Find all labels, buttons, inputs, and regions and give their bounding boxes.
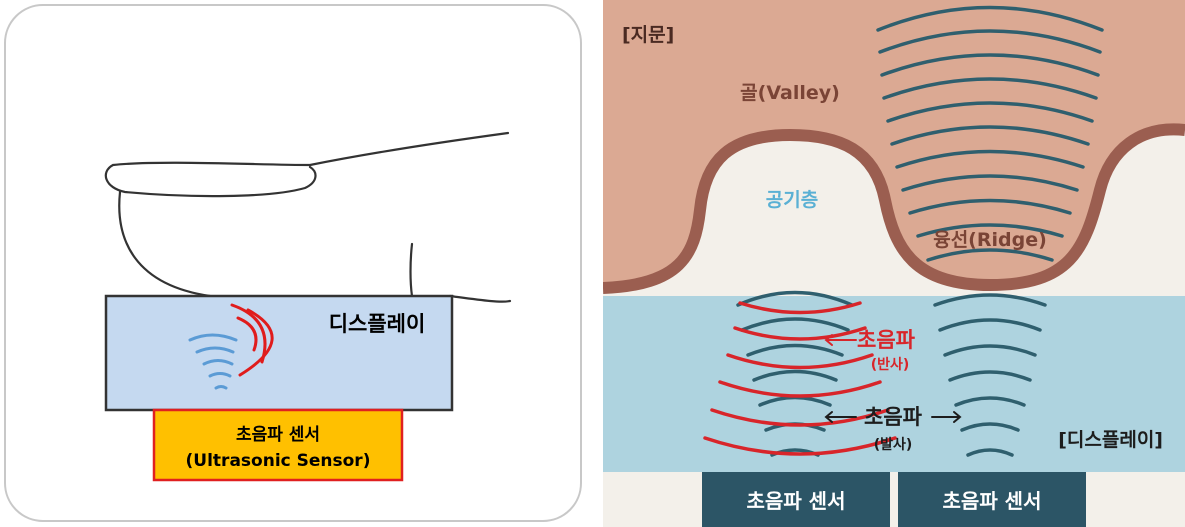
- arrows: [824, 334, 962, 423]
- emit-r-2: [938, 318, 1042, 332]
- emit-l-1: [736, 290, 854, 307]
- ridge-wave-11: [926, 248, 1054, 262]
- emitted-arrow-right: [931, 411, 962, 423]
- reflected-arrow: [824, 334, 857, 346]
- air-layer-label: 공기층: [766, 189, 818, 211]
- right-panel: [지문] 골(Valley) 공기층 융선(Ridge) 초음파 (반사) 초음…: [603, 0, 1185, 527]
- display-layer-label: [디스플레이]: [1058, 429, 1163, 451]
- emit-r-3: [943, 344, 1037, 357]
- fingerprint-label: [지문]: [622, 24, 674, 46]
- reflect-5: [710, 408, 890, 427]
- ridge-wave-4: [882, 77, 1098, 100]
- emit-r-5: [954, 396, 1026, 407]
- ridge-wave-10: [916, 223, 1064, 238]
- ridge-wave-7: [895, 149, 1085, 169]
- ridge-wave-2: [878, 29, 1102, 54]
- left-panel: 디스플레이 초음파 센서 (Ultrasonic Sensor): [4, 4, 582, 522]
- red-wave-1: [236, 316, 258, 352]
- emit-r-7: [966, 448, 1014, 457]
- ridge-wave-5: [886, 101, 1094, 123]
- emitted-waves-right: [933, 293, 1047, 457]
- emit-l-3: [746, 343, 844, 357]
- ridge-label: 융선(Ridge): [933, 229, 1047, 251]
- reflect-6: [703, 436, 897, 456]
- emitted-arrow-left: [824, 411, 857, 423]
- sensor-label-left: 초음파 센서: [747, 489, 846, 513]
- emitted-wave-sublabel: (발사): [874, 436, 913, 453]
- ridge-waves: [876, 5, 1104, 262]
- sensor-block-right: [898, 472, 1086, 527]
- ridge-wave-6: [890, 125, 1090, 146]
- display-layer: [603, 296, 1185, 472]
- emit-l-2: [740, 317, 850, 332]
- finger-outline: [104, 131, 512, 303]
- reflect-4: [718, 380, 882, 398]
- reflected-waves: [703, 301, 897, 456]
- finger-bottom-line: [448, 294, 512, 303]
- emit-l-4: [752, 369, 838, 382]
- fingerprint-ridge-edge: [603, 123, 1185, 294]
- sensor-label-ko: 초음파 센서: [236, 425, 320, 445]
- finger-joint-line: [409, 242, 414, 298]
- reflect-3: [726, 353, 874, 370]
- ridge-wave-8: [901, 174, 1079, 192]
- sensor-label-en: (Ultrasonic Sensor): [186, 451, 371, 471]
- emit-r-1: [933, 293, 1047, 307]
- sensor-label-right: 초음파 센서: [943, 489, 1042, 513]
- blue-wave-2: [195, 346, 235, 354]
- emit-r-6: [960, 422, 1020, 432]
- finger-tip-curve: [118, 190, 212, 298]
- reflected-wave-label: 초음파: [857, 328, 916, 352]
- reflected-wave-sublabel: (반사): [871, 356, 910, 373]
- reflect-1: [738, 301, 862, 315]
- sensor-block-left: [702, 472, 890, 527]
- display-label: 디스플레이: [329, 312, 426, 336]
- ridge-wave-3: [880, 53, 1100, 77]
- emit-r-4: [948, 370, 1032, 382]
- blue-wave-3: [202, 359, 234, 366]
- ridge-wave-9: [908, 198, 1072, 215]
- valley-label: 골(Valley): [740, 82, 840, 104]
- blue-wave-4: [208, 372, 232, 378]
- fingernail: [104, 131, 510, 198]
- left-waves: [188, 303, 274, 390]
- blue-wave-5: [214, 385, 228, 390]
- reflect-2: [733, 326, 867, 341]
- blue-wave-1: [188, 333, 238, 342]
- ultrasonic-sensor-box: [152, 408, 404, 482]
- emitted-wave-label: 초음파: [864, 405, 923, 429]
- ridge-wave-1: [876, 5, 1104, 32]
- red-wave-3: [238, 308, 274, 377]
